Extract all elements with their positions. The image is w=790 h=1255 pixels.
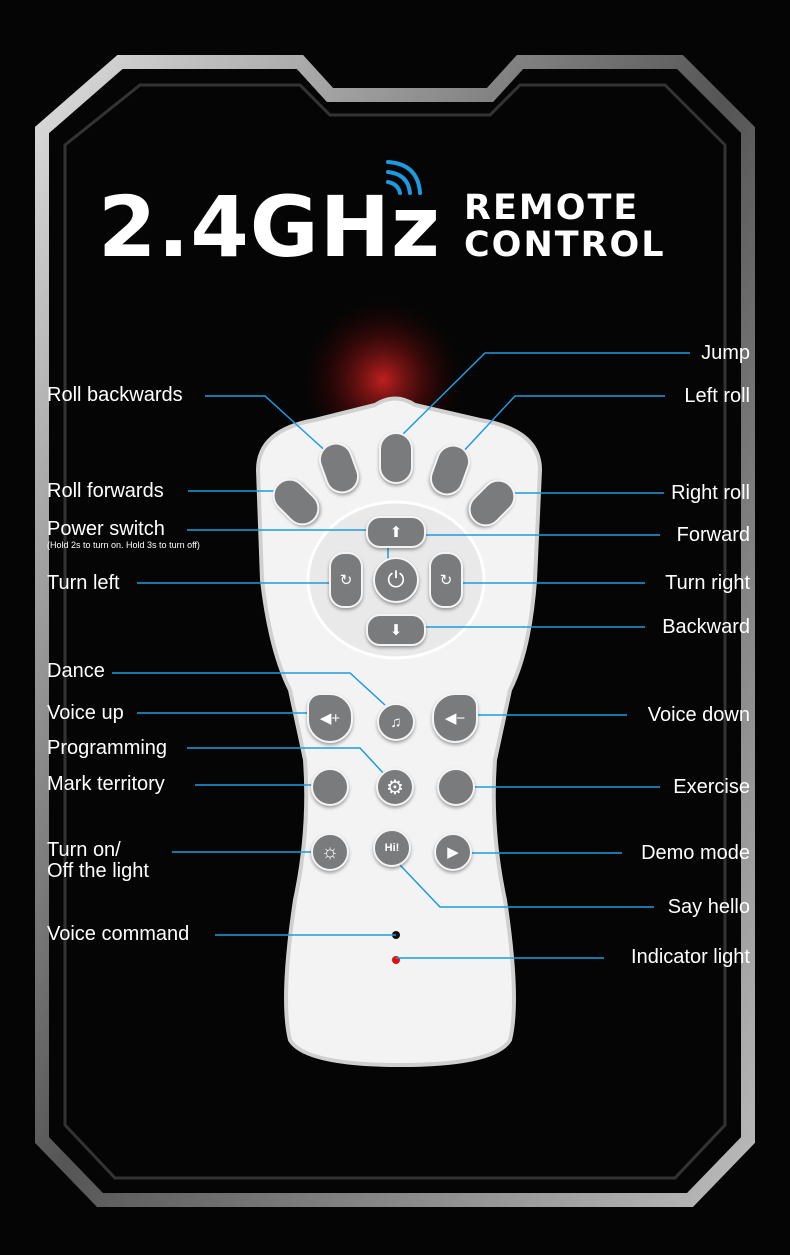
play-icon: ▶ <box>447 844 459 861</box>
label-power-switch: Power switch <box>47 518 165 540</box>
voice-down-button[interactable]: ◀− <box>432 693 478 743</box>
label-programming: Programming <box>47 737 168 759</box>
power-button[interactable]: ⏻ <box>373 557 419 603</box>
volume-up-icon: ◀+ <box>319 710 341 727</box>
wifi-icon <box>386 160 422 195</box>
mark-territory-button[interactable] <box>311 768 349 806</box>
voice-up-button[interactable]: ◀+ <box>307 693 353 743</box>
say-hello-button[interactable]: Hi! <box>373 829 411 867</box>
indicator-led <box>392 956 400 964</box>
label-roll-backwards: Roll backwards <box>47 384 183 406</box>
backward-button[interactable]: ⬇ <box>366 614 426 646</box>
forward-button[interactable]: ⬆ <box>366 516 426 548</box>
label-roll-forwards: Roll forwards <box>47 480 164 502</box>
frequency-title: 2.4GHz <box>98 178 441 276</box>
arrow-up-icon: ⬆ <box>389 524 403 541</box>
speech-bubble-icon: Hi! <box>384 842 400 854</box>
label-say-hello: Say hello <box>667 896 750 918</box>
label-light-line1: Turn on/ <box>47 839 121 861</box>
label-light-line2: Off the light <box>47 860 149 882</box>
label-backward: Backward <box>662 616 750 638</box>
rotate-right-icon: ↻ <box>439 572 453 589</box>
rotate-left-icon: ↻ <box>339 572 353 589</box>
label-left-roll: Left roll <box>684 385 750 407</box>
arrow-down-icon: ⬇ <box>389 622 403 639</box>
label-forward: Forward <box>676 524 750 546</box>
sun-icon: ☼ <box>320 840 340 863</box>
label-exercise: Exercise <box>673 776 750 798</box>
jump-button[interactable] <box>379 432 413 484</box>
turn-right-button[interactable]: ↻ <box>429 552 463 608</box>
exercise-button[interactable] <box>437 768 475 806</box>
turn-left-button[interactable]: ↻ <box>329 552 363 608</box>
dance-button[interactable]: ♫ <box>377 703 415 741</box>
subtitle-line1: REMOTE <box>464 188 640 228</box>
label-voice-command: Voice command <box>47 923 190 945</box>
light-button[interactable]: ☼ <box>311 833 349 871</box>
label-turn-left: Turn left <box>47 572 120 594</box>
leader-lines <box>112 352 690 959</box>
label-demo-mode: Demo mode <box>641 842 750 864</box>
subtitle-line2: CONTROL <box>464 225 666 265</box>
label-indicator-light: Indicator light <box>631 946 750 968</box>
gear-icon: ⚙ <box>386 776 404 799</box>
label-voice-up: Voice up <box>47 702 124 724</box>
volume-down-icon: ◀− <box>444 710 466 727</box>
demo-mode-button[interactable]: ▶ <box>434 833 472 871</box>
label-mark-territory: Mark territory <box>47 773 165 795</box>
label-right-roll: Right roll <box>671 482 750 504</box>
music-icon: ♫ <box>390 713 402 731</box>
programming-button[interactable]: ⚙ <box>376 768 414 806</box>
label-turn-right: Turn right <box>665 572 750 594</box>
power-icon: ⏻ <box>387 567 405 592</box>
label-voice-down: Voice down <box>647 704 750 726</box>
label-dance: Dance <box>47 660 105 682</box>
label-jump: Jump <box>701 342 750 364</box>
label-power-note: (Hold 2s to turn on. Hold 3s to turn off… <box>47 540 200 550</box>
